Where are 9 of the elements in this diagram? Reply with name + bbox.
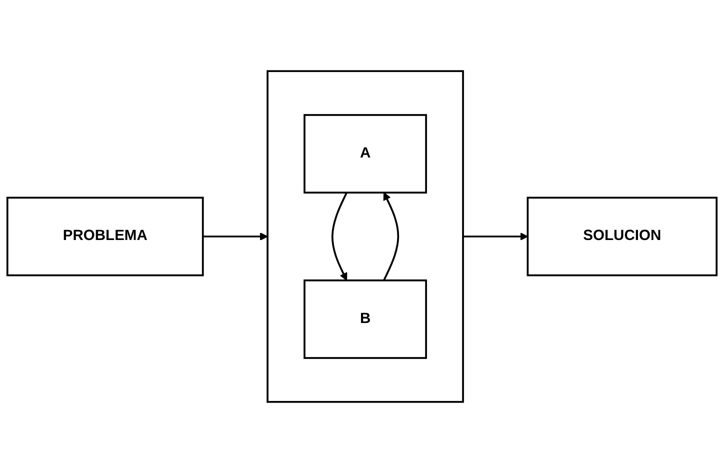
arrow [383,192,400,281]
node-box: PROBLEMA [6,196,204,276]
node-box: B [304,279,427,359]
arrow [463,232,528,241]
node-box: A [304,114,427,194]
cluster [266,70,464,403]
node-box: SOLUCION [526,196,718,276]
arrow [202,232,268,241]
arrow [331,192,348,281]
